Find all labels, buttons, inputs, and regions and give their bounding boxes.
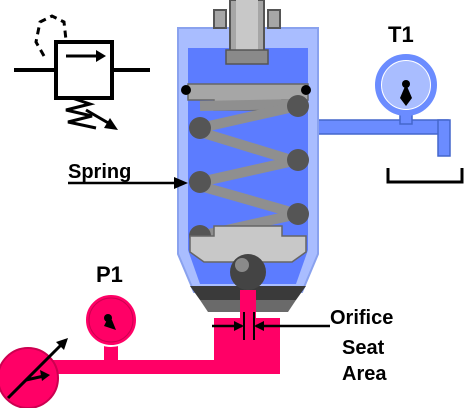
label-orifice: Orifice	[330, 307, 393, 329]
tank-reservoir-icon	[386, 168, 464, 184]
label-seat: Seat	[342, 337, 385, 359]
ball-poppet	[230, 254, 266, 290]
lower-spring-retainer	[189, 225, 307, 263]
gauge-t1-icon	[375, 54, 437, 116]
adjusting-screw	[213, 0, 281, 65]
orifice-marker	[212, 312, 330, 340]
spring-pointer-arrow	[68, 177, 188, 189]
relief-valve-symbol	[14, 14, 150, 130]
gauge-p1-icon	[84, 293, 138, 347]
label-spring: Spring	[68, 161, 131, 183]
label-t1: T1	[388, 22, 414, 47]
label-p1: P1	[96, 262, 123, 287]
label-area: Area	[342, 363, 387, 385]
pump-icon	[0, 338, 68, 408]
tank-return-line	[307, 97, 451, 157]
